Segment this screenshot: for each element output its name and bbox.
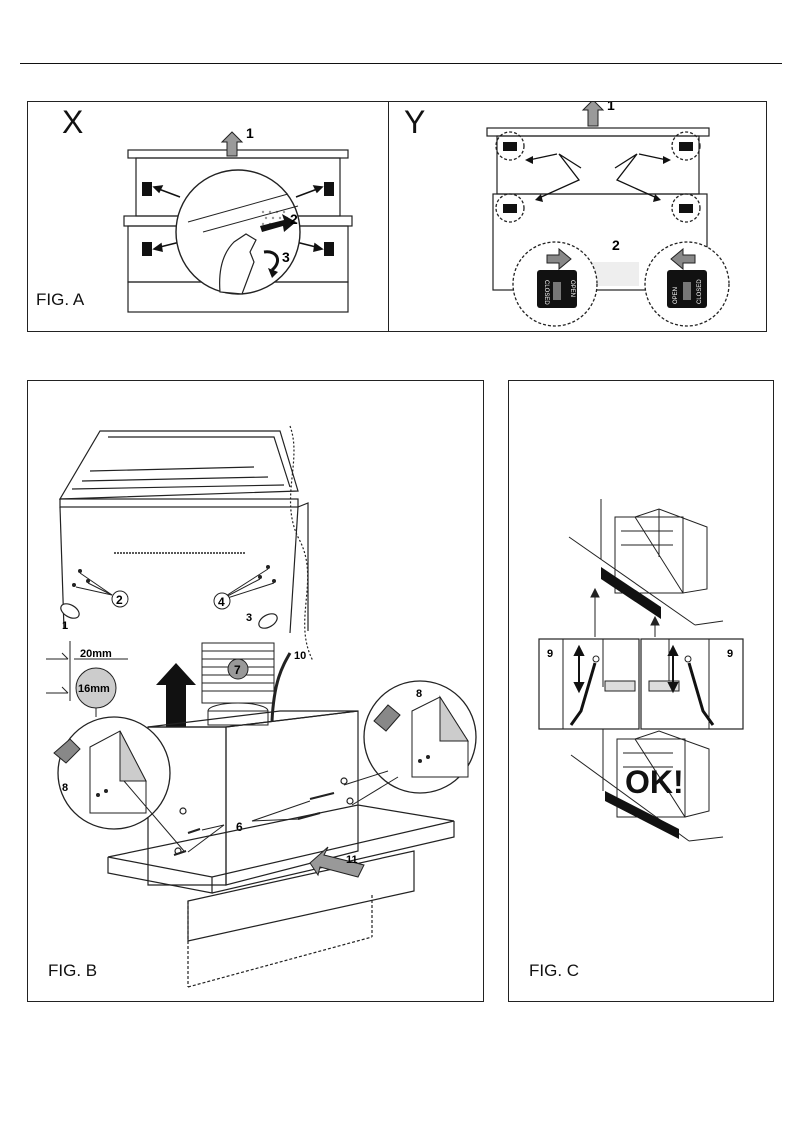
callout-4: 4 bbox=[218, 595, 225, 609]
arrow-icon bbox=[528, 153, 668, 199]
svg-text:OPEN: OPEN bbox=[569, 280, 575, 297]
chimney-box bbox=[147, 710, 359, 886]
dimension-lines bbox=[46, 641, 128, 701]
screwdriver-icon bbox=[687, 662, 715, 726]
trim-strip bbox=[605, 791, 679, 839]
panel-x-letter: X bbox=[62, 104, 84, 140]
clip-highlight-circle bbox=[495, 131, 525, 161]
fig-a-panel: X Y FIG. A 1 bbox=[27, 101, 767, 332]
filter-clip-icon bbox=[142, 242, 152, 256]
hand-icon bbox=[219, 233, 257, 295]
svg-text:OPEN: OPEN bbox=[673, 287, 679, 304]
arrow-icon bbox=[590, 587, 660, 637]
callout-1: 1 bbox=[607, 102, 615, 113]
mounting-bracket-icon bbox=[60, 603, 278, 629]
rotate-arrow-icon bbox=[263, 250, 280, 272]
filter-clip-icon bbox=[503, 204, 517, 213]
callout-6: 6 bbox=[236, 820, 243, 834]
panel-y-letter: Y bbox=[404, 104, 426, 140]
callout-2: 2 bbox=[612, 237, 620, 253]
svg-text:CLOSED: CLOSED bbox=[543, 280, 549, 305]
callout-8: 8 bbox=[62, 782, 68, 794]
dimension-16mm: 16mm bbox=[78, 683, 110, 695]
callout-1: 1 bbox=[246, 125, 254, 141]
fig-b-illustration: 2 4 1 3 20mm 16mm 7 10 bbox=[46, 425, 477, 988]
right-arrow-icon bbox=[546, 247, 572, 271]
clip-highlight-circle bbox=[671, 193, 701, 223]
trim-strip bbox=[601, 567, 661, 619]
filter-clip-icon bbox=[679, 204, 693, 213]
fig-a-divider bbox=[388, 102, 389, 331]
ok-text: OK! bbox=[625, 764, 684, 800]
screw-icon bbox=[173, 792, 335, 856]
wall-cabinet bbox=[58, 425, 314, 662]
screwdriver-icon bbox=[569, 662, 597, 726]
lift-up-arrow-icon bbox=[581, 102, 605, 127]
callout-3: 3 bbox=[246, 612, 252, 624]
callout-10: 10 bbox=[294, 650, 306, 662]
lift-up-arrow-icon bbox=[220, 131, 244, 157]
cabinet-top bbox=[568, 499, 724, 626]
callout-1: 1 bbox=[62, 620, 68, 632]
hood-y-body bbox=[486, 127, 710, 291]
callout-2: 2 bbox=[116, 593, 123, 607]
callout-8: 8 bbox=[416, 688, 422, 700]
arrow-icon bbox=[152, 185, 324, 252]
filter-clip-icon bbox=[142, 182, 152, 196]
left-arrow-icon bbox=[670, 247, 696, 271]
fig-a-x-illustration: 1 2 3 bbox=[123, 125, 353, 313]
clip-highlight-circle bbox=[671, 131, 701, 161]
push-arrow-icon bbox=[309, 846, 365, 878]
cable-icon bbox=[270, 652, 292, 722]
filter-clip-icon bbox=[324, 242, 334, 256]
callout-7-bubble bbox=[227, 658, 249, 680]
callout-3: 3 bbox=[282, 249, 290, 265]
adjust-detail-panels bbox=[538, 638, 744, 730]
fig-a-label: FIG. A bbox=[36, 290, 85, 309]
clip-highlight-circle bbox=[495, 193, 525, 223]
screwdriver-hand-icon bbox=[373, 704, 401, 732]
callout-2: 2 bbox=[290, 211, 298, 227]
push-arrow-icon bbox=[260, 214, 296, 232]
dimension-20mm: 20mm bbox=[80, 648, 112, 660]
height-adjust-arrow-icon bbox=[573, 644, 679, 694]
lift-up-arrow-icon bbox=[156, 663, 196, 727]
fig-c-illustration: 9 9 OK! bbox=[538, 499, 744, 842]
callout-7: 7 bbox=[234, 663, 241, 677]
callout-11: 11 bbox=[346, 854, 358, 866]
filter-clip-icon bbox=[324, 182, 334, 196]
svg-text:CLOSED: CLOSED bbox=[697, 279, 703, 304]
callout-9: 9 bbox=[727, 648, 733, 660]
callout-9: 9 bbox=[547, 648, 553, 660]
fig-b-label: FIG. B bbox=[48, 961, 98, 980]
screwdriver-hand-icon bbox=[53, 738, 81, 764]
filter-clip-icon bbox=[679, 142, 693, 151]
fig-c-label: FIG. C bbox=[529, 961, 580, 980]
cooker-hood bbox=[107, 804, 455, 988]
header-rule bbox=[20, 63, 782, 64]
filter-clip-icon bbox=[503, 142, 517, 151]
fig-b-panel: FIG. B 2 4 bbox=[27, 380, 484, 1002]
fig-c-panel: FIG. C bbox=[508, 380, 774, 1002]
fig-a-y-illustration: 1 2 CLOSED OPEN OPE bbox=[486, 102, 730, 327]
